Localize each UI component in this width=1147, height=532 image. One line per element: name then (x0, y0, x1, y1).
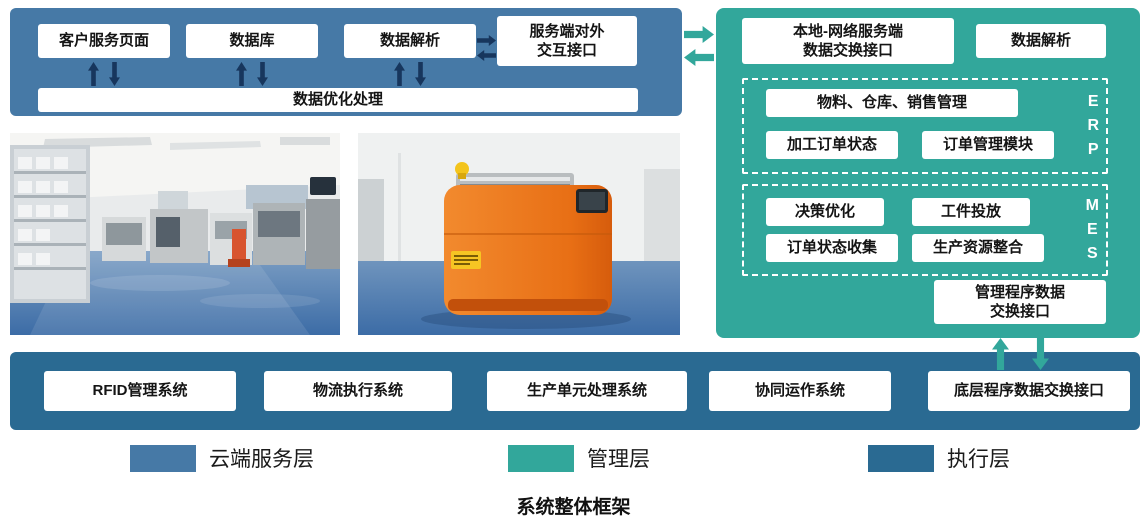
arrow-down-icon (257, 62, 268, 86)
box-customer-service-page: 客户服务页面 (38, 24, 170, 58)
box-bottom-program-interface: 底层程序数据交换接口 (928, 371, 1130, 411)
smart-factory-lab-photo (10, 133, 340, 335)
arrow-right-icon (684, 26, 714, 43)
box-production-unit-system: 生产单元处理系统 (487, 371, 687, 411)
agv-robot-photo (358, 133, 680, 335)
arrow-left-icon (477, 50, 496, 61)
box-production-resource-integration: 生产资源整合 (912, 234, 1044, 262)
arrow-up-icon (394, 62, 405, 86)
box-material-warehouse-sales: 物料、仓库、销售管理 (766, 89, 1018, 117)
arrow-down-icon (415, 62, 426, 86)
diagram-title: 系统整体框架 (516, 497, 631, 518)
erp-module-group: 物料、仓库、销售管理 加工订单状态 订单管理模块 E R P (742, 78, 1108, 174)
box-collaborative-operation-system: 协同运作系统 (709, 371, 891, 411)
box-processing-order-status: 加工订单状态 (766, 131, 898, 159)
arrow-down-icon (109, 62, 120, 86)
arrow-left-icon (684, 49, 714, 66)
legend-swatch-cloud-layer (130, 444, 196, 472)
mes-module-group: 决策优化 工件投放 订单状态收集 生产资源整合 M E S (742, 184, 1108, 276)
box-network-exchange-interface: 本地-网络服务端 数据交换接口 (742, 18, 954, 64)
cloud-service-panel: 客户服务页面 数据库 数据解析 服务端对外 交互接口 数据优化处理 (10, 8, 682, 116)
legend-label-cloud-layer: 云端服务层 (209, 448, 314, 471)
bar-data-optimization: 数据优化处理 (38, 88, 638, 112)
box-server-external-interface: 服务端对外 交互接口 (497, 16, 637, 66)
legend-item-execution-layer: 执行层 (868, 443, 1010, 473)
arrow-right-icon (477, 35, 496, 46)
box-logistics-execution-system: 物流执行系统 (264, 371, 452, 411)
box-order-management-module: 订单管理模块 (922, 131, 1054, 159)
box-order-status-collection: 订单状态收集 (766, 234, 898, 262)
legend-swatch-execution-layer (868, 444, 934, 472)
arrow-up-icon (236, 62, 247, 86)
legend-item-management-layer: 管理层 (508, 443, 650, 473)
erp-vertical-label: E R P (1087, 93, 1099, 158)
legend-item-cloud-layer: 云端服务层 (130, 443, 314, 473)
box-management-program-interface: 管理程序数据 交换接口 (934, 280, 1106, 324)
legend-swatch-management-layer (508, 444, 574, 472)
box-decision-optimization: 决策优化 (766, 198, 884, 226)
mes-vertical-label: M E S (1085, 197, 1099, 262)
legend-label-execution-layer: 执行层 (947, 448, 1010, 471)
box-data-parsing-management: 数据解析 (976, 24, 1106, 58)
management-panel: 本地-网络服务端 数据交换接口 数据解析 物料、仓库、销售管理 加工订单状态 订… (716, 8, 1140, 338)
box-database: 数据库 (186, 24, 318, 58)
box-data-parsing-cloud: 数据解析 (344, 24, 476, 58)
box-workpiece-dispatch: 工件投放 (912, 198, 1030, 226)
box-rfid-system: RFID管理系统 (44, 371, 236, 411)
legend-label-management-layer: 管理层 (587, 448, 650, 471)
arrow-up-icon (88, 62, 99, 86)
execution-layer-bar: RFID管理系统 物流执行系统 生产单元处理系统 协同运作系统 底层程序数据交换… (10, 352, 1140, 430)
